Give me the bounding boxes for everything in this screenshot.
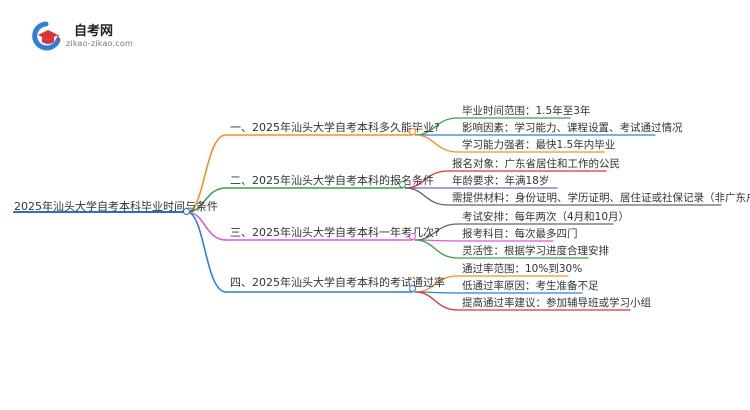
root-node-dot[interactable] <box>183 208 190 215</box>
leaf-label-2-3: 需提供材料：身份证明、学历证明、居住证或社保记录（非广东户籍） <box>452 192 750 204</box>
logo-domain: zikao-zikao.com <box>66 39 133 48</box>
branch-node-dot-1[interactable] <box>409 128 416 135</box>
leaf-label-3-3: 灵活性：根据学习进度合理安排 <box>462 245 609 257</box>
root-branch-connector-2 <box>186 187 227 213</box>
leaf-label-2-2: 年龄要求：年满18岁 <box>452 175 550 187</box>
branch-label-2: 二、2025年汕头大学自考本科的报名条件 <box>230 174 434 187</box>
site-logo[interactable]: 自考网 zikao-zikao.com <box>28 18 148 54</box>
branch-leaf-connector-2-3 <box>404 187 449 206</box>
branch-node-dot-3[interactable] <box>409 233 416 240</box>
branch-label-1: 一、2025年汕头大学自考本科多久能毕业? <box>230 121 440 134</box>
branch-leaf-connector-3-3 <box>414 239 459 259</box>
leaf-label-4-3: 提高通过率建议：参加辅导班或学习小组 <box>462 297 651 309</box>
branch-node-dot-4[interactable] <box>409 285 416 292</box>
leaf-label-3-1: 考试安排：每年两次（4月和10月） <box>462 211 630 223</box>
root-branch-connector-4 <box>186 211 227 293</box>
leaf-label-4-1: 通过率范围：10%到30% <box>462 263 583 275</box>
branch-label-4: 四、2025年汕头大学自考本科的考试通过率 <box>230 276 445 289</box>
leaf-label-2-1: 报名对象：广东省居住和工作的公民 <box>452 158 620 170</box>
branch-leaf-connector-4-3 <box>414 291 459 311</box>
leaf-label-3-2: 报考科目：每次最多四门 <box>462 228 578 240</box>
branch-leaf-connector-1-3 <box>414 134 459 153</box>
root-branch-connector-3 <box>186 211 227 241</box>
root-branch-connector-1 <box>186 134 227 213</box>
branch-label-3: 三、2025年汕头大学自考本科一年考几次? <box>230 226 440 239</box>
leaf-label-1-1: 毕业时间范围：1.5年至3年 <box>462 105 591 117</box>
leaf-label-1-3: 学习能力强者：最快1.5年内毕业 <box>462 139 616 151</box>
leaf-label-1-2: 影响因素：学习能力、课程设置、考试通过情况 <box>462 122 683 134</box>
root-node-label: 2025年汕头大学自考本科毕业时间与条件 <box>14 200 218 213</box>
leaf-label-4-2: 低通过率原因：考生准备不足 <box>462 280 599 292</box>
branch-node-dot-2[interactable] <box>399 181 406 188</box>
logo-title: 自考网 <box>74 24 114 39</box>
graduation-cap-icon <box>32 21 61 51</box>
